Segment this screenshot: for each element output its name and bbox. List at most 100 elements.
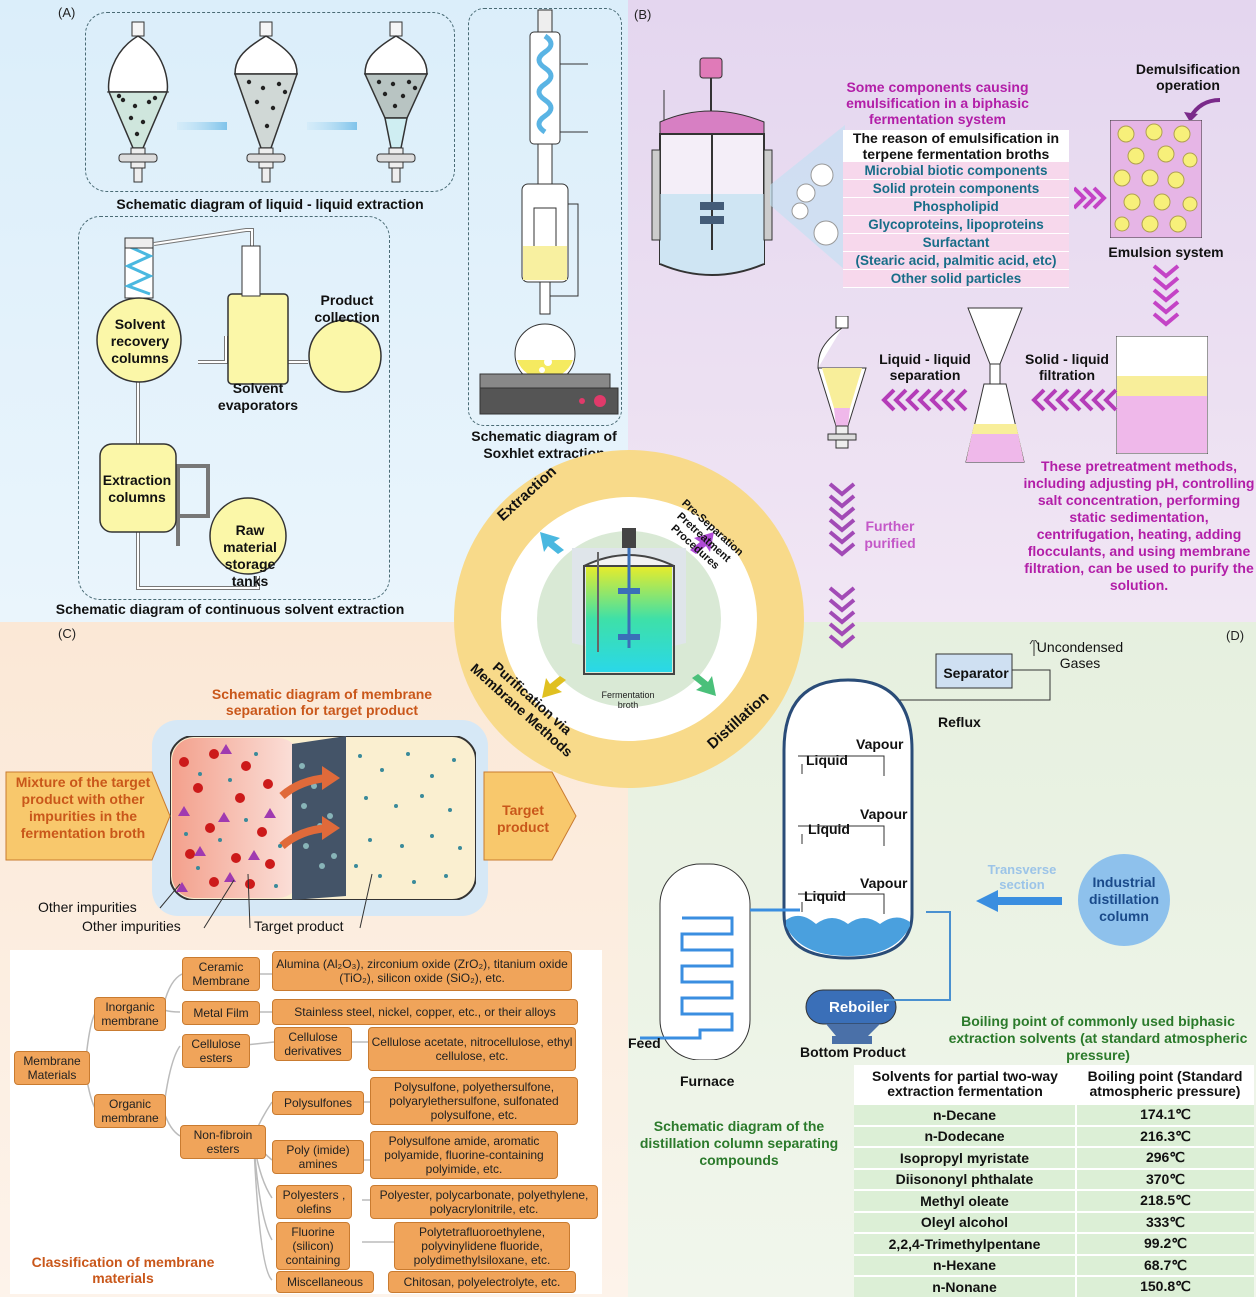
membrane-separation-illustration — [170, 736, 476, 900]
classification-caption: Classification of membrane materials — [31, 1254, 215, 1286]
emulsion-system-illustration — [1110, 120, 1202, 238]
emulsion-system-label: Emulsion system — [1108, 244, 1224, 260]
panel-label-a: (A) — [58, 5, 76, 20]
curved-arrow-icon — [1184, 98, 1221, 122]
chevron-left-icon — [1031, 388, 1118, 412]
tree-polyesters: Polyesters , olefins — [276, 1185, 352, 1219]
panel-label-c: (C) — [58, 626, 77, 641]
solvent-cell: Oleyl alcohol — [854, 1211, 1076, 1234]
bp-cell: 218.5℃ — [1075, 1190, 1254, 1213]
liquid-label-2: Liquid — [808, 821, 850, 837]
reason-item: Other solid particles — [843, 270, 1069, 288]
lle-caption: Schematic diagram of liquid - liquid ext… — [116, 196, 424, 212]
reason-item: Solid protein components — [843, 180, 1069, 198]
settled-layers-illustration — [1116, 336, 1208, 454]
target-product-arrow-shape — [483, 771, 577, 861]
separator-label: Separator — [943, 665, 1009, 681]
target-product-label: Target product — [254, 918, 344, 934]
reflux-label: Reflux — [938, 714, 981, 730]
tree-organic: Organic membrane — [94, 1094, 166, 1128]
ll-separation-label: Liquid - liquid separation — [879, 351, 971, 383]
tree-polyimide-desc: Polysulfone amide, aromatic polyamide, f… — [370, 1131, 558, 1179]
extraction-columns-label: Extraction columns — [102, 472, 172, 505]
boiling-point-title: Boiling point of commonly used biphasic … — [948, 1013, 1248, 1063]
reason-item: Phospholipid — [843, 198, 1069, 216]
furnace-label: Furnace — [680, 1073, 735, 1089]
bp-cell: 216.3℃ — [1075, 1125, 1254, 1148]
reason-item: Microbial biotic components — [843, 162, 1069, 180]
tree-fluorine-desc: Polytetrafluoroethylene, polyvinylidene … — [394, 1222, 570, 1270]
tree-inorganic: Inorganic membrane — [94, 997, 166, 1031]
raw-material-label: Raw material storage tanks — [223, 522, 277, 589]
solvent-cell: n-Nonane — [854, 1276, 1076, 1299]
panel-label-b: (B) — [634, 7, 652, 22]
tree-metal-desc: Stainless steel, nickel, copper, etc., o… — [272, 999, 578, 1025]
tree-polyesters-desc: Polyester, polycarbonate, polyethylene, … — [370, 1185, 598, 1219]
industrial-column-label: Industrial distillation column — [1089, 874, 1159, 924]
separatory-funnel-b-illustration — [817, 316, 867, 449]
other-impurities-label-1: Other impurities — [38, 899, 137, 915]
soxhlet-caption: Schematic diagram of Soxhlet extraction — [471, 428, 617, 461]
table-header-row: Solvents for partial two-way extraction … — [854, 1065, 1254, 1105]
solvent-cell: Isopropyl myristate — [854, 1147, 1076, 1170]
bp-cell: 150.8℃ — [1075, 1276, 1254, 1299]
tree-fluorine: Fluorine (silicon) containing — [276, 1222, 350, 1270]
separatory-funnels-illustration — [107, 21, 429, 183]
mixture-label: Mixture of the target product with other… — [15, 774, 151, 841]
solvent-cell: 2,2,4-Trimethylpentane — [854, 1233, 1076, 1256]
tree-misc-desc: Chitosan, polyelectrolyte, etc. — [388, 1271, 576, 1293]
soxhlet-apparatus-illustration — [479, 9, 619, 415]
other-impurities-label-2: Other impurities — [82, 918, 181, 934]
tree-ceramic: Ceramic Membrane — [182, 957, 260, 991]
solvent-recovery-label: Solvent recovery columns — [110, 316, 170, 366]
pretreatment-text: These pretreatment methods, including ad… — [1023, 458, 1255, 593]
panel-label-d: (D) — [1226, 628, 1245, 643]
reason-item: Surfactant — [843, 234, 1069, 252]
boiling-point-table: Solvents for partial two-way extraction … — [854, 1065, 1254, 1299]
reason-item: Glycoproteins, lipoproteins — [843, 216, 1069, 234]
center-ring-illustration — [454, 450, 804, 788]
chevron-left-icon — [881, 388, 968, 412]
tree-non-fibroin: Non-fibroin esters — [180, 1125, 266, 1159]
reason-item: (Stearic acid, palmitic acid, etc) — [843, 252, 1069, 270]
continuous-frame — [78, 216, 390, 600]
solvent-cell: Methyl oleate — [854, 1190, 1076, 1213]
vapour-label-2: Vapour — [860, 806, 908, 822]
bp-cell: 174.1℃ — [1075, 1104, 1254, 1127]
uncondensed-gases-label: Uncondensed Gases — [1036, 639, 1124, 671]
table-header-bp: Boiling point (Standard atmospheric pres… — [1076, 1065, 1254, 1105]
chevron-down-icon — [828, 482, 856, 649]
industrial-circle — [1078, 854, 1170, 946]
demulsification-label: Demulsification operation — [1135, 61, 1241, 93]
fermentation-broth-label: Fermentation broth — [601, 690, 655, 710]
lle-frame — [85, 12, 455, 192]
vapour-label-1: Vapour — [856, 736, 904, 752]
solvent-cell: n-Decane — [854, 1104, 1076, 1127]
liquid-label-3: Liquid — [804, 888, 846, 904]
feed-label: Feed — [628, 1035, 661, 1051]
membrane-title: Schematic diagram of membrane separation… — [211, 686, 433, 718]
membrane-leader-lines — [159, 873, 373, 929]
reasons-box: The reason of emulsification in terpene … — [843, 130, 1069, 288]
transverse-section-label: Transverse section — [987, 862, 1057, 892]
further-purified-label: Further purified — [864, 518, 916, 551]
tree-ceramic-desc: Alumina (Al₂O₃), zirconium oxide (ZrO₂),… — [272, 951, 572, 991]
bottom-product-label: Bottom Product — [800, 1044, 906, 1060]
bp-cell: 99.2℃ — [1075, 1233, 1254, 1256]
tree-polyimide: Poly (imide) amines — [272, 1140, 364, 1174]
continuous-extraction-illustration — [96, 228, 382, 590]
product-collection-label: Product collection — [314, 292, 380, 325]
target-product-box-label: Target product — [496, 802, 550, 835]
tree-metal-film: Metal Film — [182, 1001, 260, 1025]
continuous-caption: Schematic diagram of continuous solvent … — [55, 601, 405, 617]
emulsification-title: Some components causing emulsification i… — [846, 79, 1029, 127]
solvent-cell: n-Hexane — [854, 1254, 1076, 1277]
bp-cell: 333℃ — [1075, 1211, 1254, 1234]
